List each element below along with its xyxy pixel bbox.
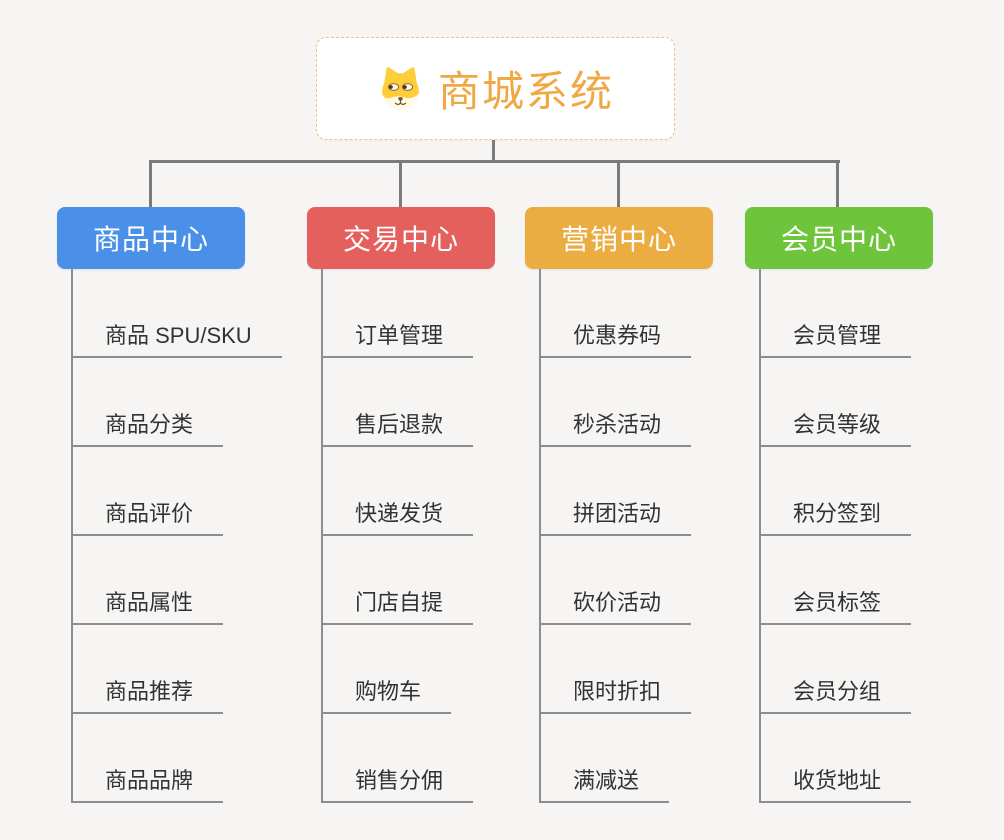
- node-item: 积分签到: [761, 502, 912, 536]
- connector-trunk: [149, 160, 840, 163]
- node-item: 销售分佣: [323, 769, 474, 803]
- connector-root-drop: [492, 140, 495, 162]
- node-item: 会员标签: [761, 591, 912, 625]
- connector-drop-member-center: [836, 160, 839, 207]
- node-item: 限时折扣: [541, 680, 692, 714]
- node-item: 购物车: [323, 680, 452, 714]
- node-item: 会员管理: [761, 324, 912, 358]
- node-item: 商品评价: [73, 502, 224, 536]
- node-item: 砍价活动: [541, 591, 692, 625]
- node-item: 订单管理: [323, 324, 474, 358]
- branch-header-product-center: 商品中心: [57, 207, 245, 269]
- dog-face-icon: [377, 65, 424, 112]
- branch-items-product-center: 商品 SPU/SKU 商品分类 商品评价 商品属性 商品推荐 商品品牌: [71, 269, 282, 803]
- node-item: 商品品牌: [73, 769, 224, 803]
- connector-drop-product-center: [149, 160, 152, 207]
- node-item: 商品属性: [73, 591, 224, 625]
- branch-items-trade-center: 订单管理 售后退款 快递发货 门店自提 购物车 销售分佣: [321, 269, 474, 803]
- node-item: 商品分类: [73, 413, 224, 447]
- node-item: 快递发货: [323, 502, 474, 536]
- node-item: 收货地址: [761, 769, 912, 803]
- node-item: 满减送: [541, 769, 670, 803]
- branch-items-member-center: 会员管理 会员等级 积分签到 会员标签 会员分组 收货地址: [759, 269, 912, 803]
- root-node: 商城系统: [316, 37, 675, 140]
- node-item: 门店自提: [323, 591, 474, 625]
- branch-header-trade-center: 交易中心: [307, 207, 495, 269]
- node-item: 商品 SPU/SKU: [73, 324, 282, 358]
- branch-header-marketing-center: 营销中心: [525, 207, 713, 269]
- branch-items-marketing-center: 优惠券码 秒杀活动 拼团活动 砍价活动 限时折扣 满减送: [539, 269, 692, 803]
- node-item: 商品推荐: [73, 680, 224, 714]
- node-item: 秒杀活动: [541, 413, 692, 447]
- node-item: 拼团活动: [541, 502, 692, 536]
- node-item: 会员等级: [761, 413, 912, 447]
- node-item: 会员分组: [761, 680, 912, 714]
- root-title: 商城系统: [437, 68, 614, 115]
- branch-header-member-center: 会员中心: [745, 207, 933, 269]
- connector-drop-marketing-center: [617, 160, 620, 207]
- node-item: 售后退款: [323, 413, 474, 447]
- connector-drop-trade-center: [399, 160, 402, 207]
- node-item: 优惠券码: [541, 324, 692, 358]
